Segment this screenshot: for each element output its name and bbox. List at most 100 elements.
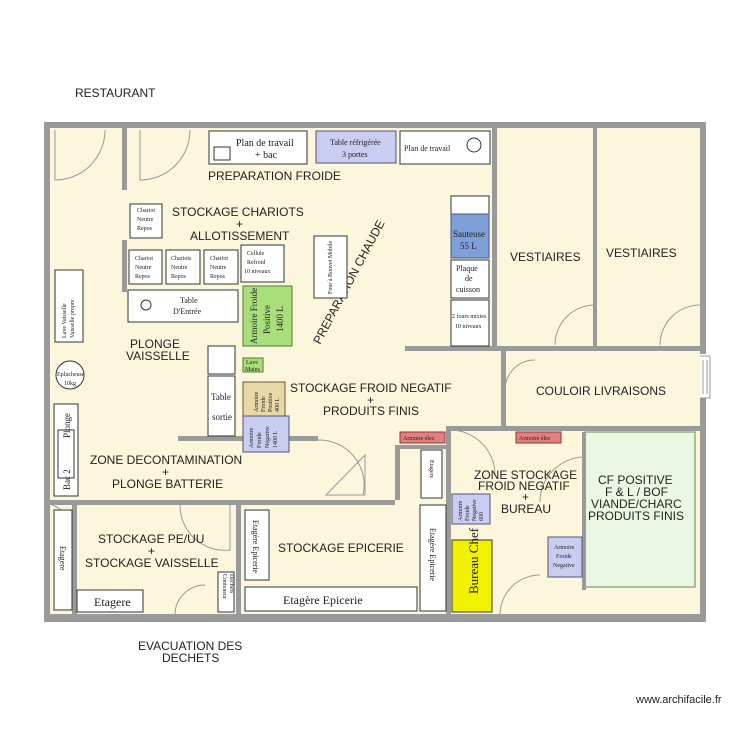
sauteuse — [450, 213, 490, 259]
armoire-neg-bureau — [451, 493, 491, 525]
eplucheuse-label-2: 10kg — [64, 381, 76, 387]
table-sortie — [207, 375, 236, 437]
armoire-elec-2 — [515, 431, 562, 444]
chariot-1-label-2: Neutre — [137, 217, 154, 223]
chariot-2-label-3: Repos — [135, 274, 151, 280]
chariot-3-label-3: Repos — [171, 274, 187, 280]
eplucheuse-label-1: Eplucheuse — [57, 372, 85, 378]
conteneur-label-1: Conteneur — [221, 574, 227, 599]
room-zone-stockage-4: BUREAU — [501, 502, 551, 516]
lave-mains-label-1: Lave — [246, 360, 258, 366]
etagere-pe-bottom — [76, 589, 144, 613]
bureau-chef — [451, 539, 493, 613]
cellule-label-3: 10 niveaux — [244, 269, 271, 275]
plan-travail-2-label: Plan de travail — [404, 144, 451, 153]
plaque-cuisson-label-3: cuisson — [456, 285, 480, 294]
armoire-elec-1-label: Armoire élec — [403, 436, 435, 442]
room-zone-decontamination-2: + — [162, 465, 169, 479]
chariot-4-label-3: Repos — [210, 274, 226, 280]
room-zone-stockage-2: FROID NEGATIF — [478, 479, 570, 493]
bureau-chef-label: Bureau Chef — [466, 527, 481, 594]
etagere-pe-side-label: Etagere — [58, 546, 67, 571]
armoire-neg-cf-label-2: Froide — [556, 554, 572, 560]
room-stockage-pe-1: STOCKAGE PE/UU — [98, 532, 204, 546]
sink-basin — [213, 146, 231, 161]
room-zone-decontamination-3: PLONGE BATTERIE — [112, 477, 223, 491]
room-stockage-pe-2: + — [148, 544, 155, 558]
room-vestiaires-2: VESTIAIRES — [606, 246, 677, 260]
chariot-1 — [129, 203, 163, 239]
four-mobile-label: Four à Bouvet Mobile — [328, 241, 334, 294]
chariot-3-label-1: Chariots — [171, 256, 192, 262]
armoire-positive-label-1: Armoire Froide — [249, 288, 259, 344]
plan-travail-bac-label-1: Plan de travail — [236, 138, 294, 149]
armoire-elec-2-label: Armoire élec — [519, 436, 551, 442]
table-refrigeree-label-1: Table réfrigérée — [330, 138, 381, 147]
room-preparation-froide: PREPARATION FROIDE — [208, 169, 341, 183]
armoire-neg-cf — [547, 536, 583, 578]
cf-positive-room — [584, 431, 696, 588]
chariot-4-label-1: Chariot — [210, 256, 228, 262]
chariot-4 — [203, 249, 239, 285]
four-mobile — [313, 235, 348, 299]
room-cf-positive-3: VIANDE/CHARC — [591, 497, 682, 511]
chariot-2-label-1: Chariot — [135, 256, 153, 262]
room-zone-stockage-1: ZONE STOCKAGE — [474, 468, 577, 482]
plan-travail-bac-label-2: + bac — [255, 150, 278, 161]
room-stockage-pe-3: STOCKAGE VAISSELLE — [85, 556, 219, 570]
armoire-froide-positive — [242, 285, 293, 347]
etagere-epicerie-left-label: Etagère Epicerie — [251, 520, 260, 574]
lave-vaisselle-label-1: Lave Vaisselle — [62, 303, 68, 338]
armoire-neg-bureau-label-4: 600 — [479, 512, 485, 521]
room-stockage-chariots-1: STOCKAGE CHARIOTS — [172, 205, 304, 219]
room-couloir-livraisons: COULOIR LIVRAISONS — [536, 384, 666, 398]
table-entree-label-1: Table — [180, 296, 198, 305]
etagere-small-label: Etagere — [428, 460, 434, 479]
lave-mains-label-2: Mains — [245, 367, 261, 373]
table-refrigeree-label-2: 3 portes — [342, 150, 368, 159]
armoire-neg-bureau-label-1: Armoire — [458, 500, 464, 521]
chariot-2 — [128, 249, 163, 285]
room-stockage-froid-1: STOCKAGE FROID NEGATIF — [290, 381, 452, 395]
room-cf-positive-4: PRODUITS FINIS — [588, 509, 684, 523]
armoire-elec-1 — [399, 431, 446, 444]
room-zone-stockage-3: + — [522, 490, 529, 504]
room-plonge-vaisselle-2: VAISSELLE — [126, 349, 190, 363]
armoire-negative-label-2: Froide — [257, 432, 263, 448]
etagere-pe-bottom-label: Etagere — [94, 595, 131, 609]
sauteuse-label-2: 55 L — [460, 241, 477, 251]
armoire-neg-bureau-label-3: Negative — [472, 499, 478, 521]
armoire-small-label-1: Armoire — [254, 391, 260, 412]
armoire-negative-label-4: 1400 L — [273, 431, 279, 449]
etagere-epicerie-bottom — [244, 586, 418, 612]
chariot-2-label-2: Neutre — [135, 265, 152, 271]
armoire-small-label-4: 400 L — [275, 398, 281, 413]
table-entree-sink — [140, 299, 152, 311]
conteneur-label-2: Déchets — [228, 574, 234, 594]
room-stockage-froid-2: + — [367, 393, 374, 407]
fours-mixtes-label-2: 10 niveaux — [455, 324, 482, 330]
room-plonge-vaisselle-1: PLONGE — [130, 337, 180, 351]
chariot-3-label-2: Neutre — [171, 265, 188, 271]
sauteuse-label-1: Sauteuse — [453, 229, 485, 239]
room-cf-positive-1: CF POSITIVE — [598, 473, 673, 487]
armoire-neg-cf-label-1: Armoire — [554, 545, 575, 551]
etagere-pe-side — [53, 509, 73, 611]
etagere-epicerie-right-label: Etagère Epicerie — [428, 528, 437, 582]
sauteuse-top — [450, 195, 490, 215]
bac-2-side-label: Plonge — [62, 413, 72, 438]
table-entree — [127, 289, 239, 323]
table-sortie-label-2: sortie — [212, 412, 232, 422]
chariot-4-label-2: Neutre — [210, 265, 227, 271]
plaque-cuisson-label-1: Plaque — [456, 264, 478, 273]
eplucheuse — [55, 360, 85, 390]
doors — [51, 129, 711, 616]
lave-vaisselle-label-2: Vaisselle propre — [70, 299, 76, 338]
table-entree-label-2: D'Entrée — [173, 307, 202, 316]
armoire-negative-label-3: Négative — [265, 426, 271, 448]
evacuation-label-line1: EVACUATION DES — [138, 639, 242, 653]
etagere-small — [420, 449, 443, 499]
room-cf-positive-2: F & L / BOF — [605, 485, 668, 499]
room-zone-decontamination-1: ZONE DECONTAMINATION — [90, 453, 242, 467]
